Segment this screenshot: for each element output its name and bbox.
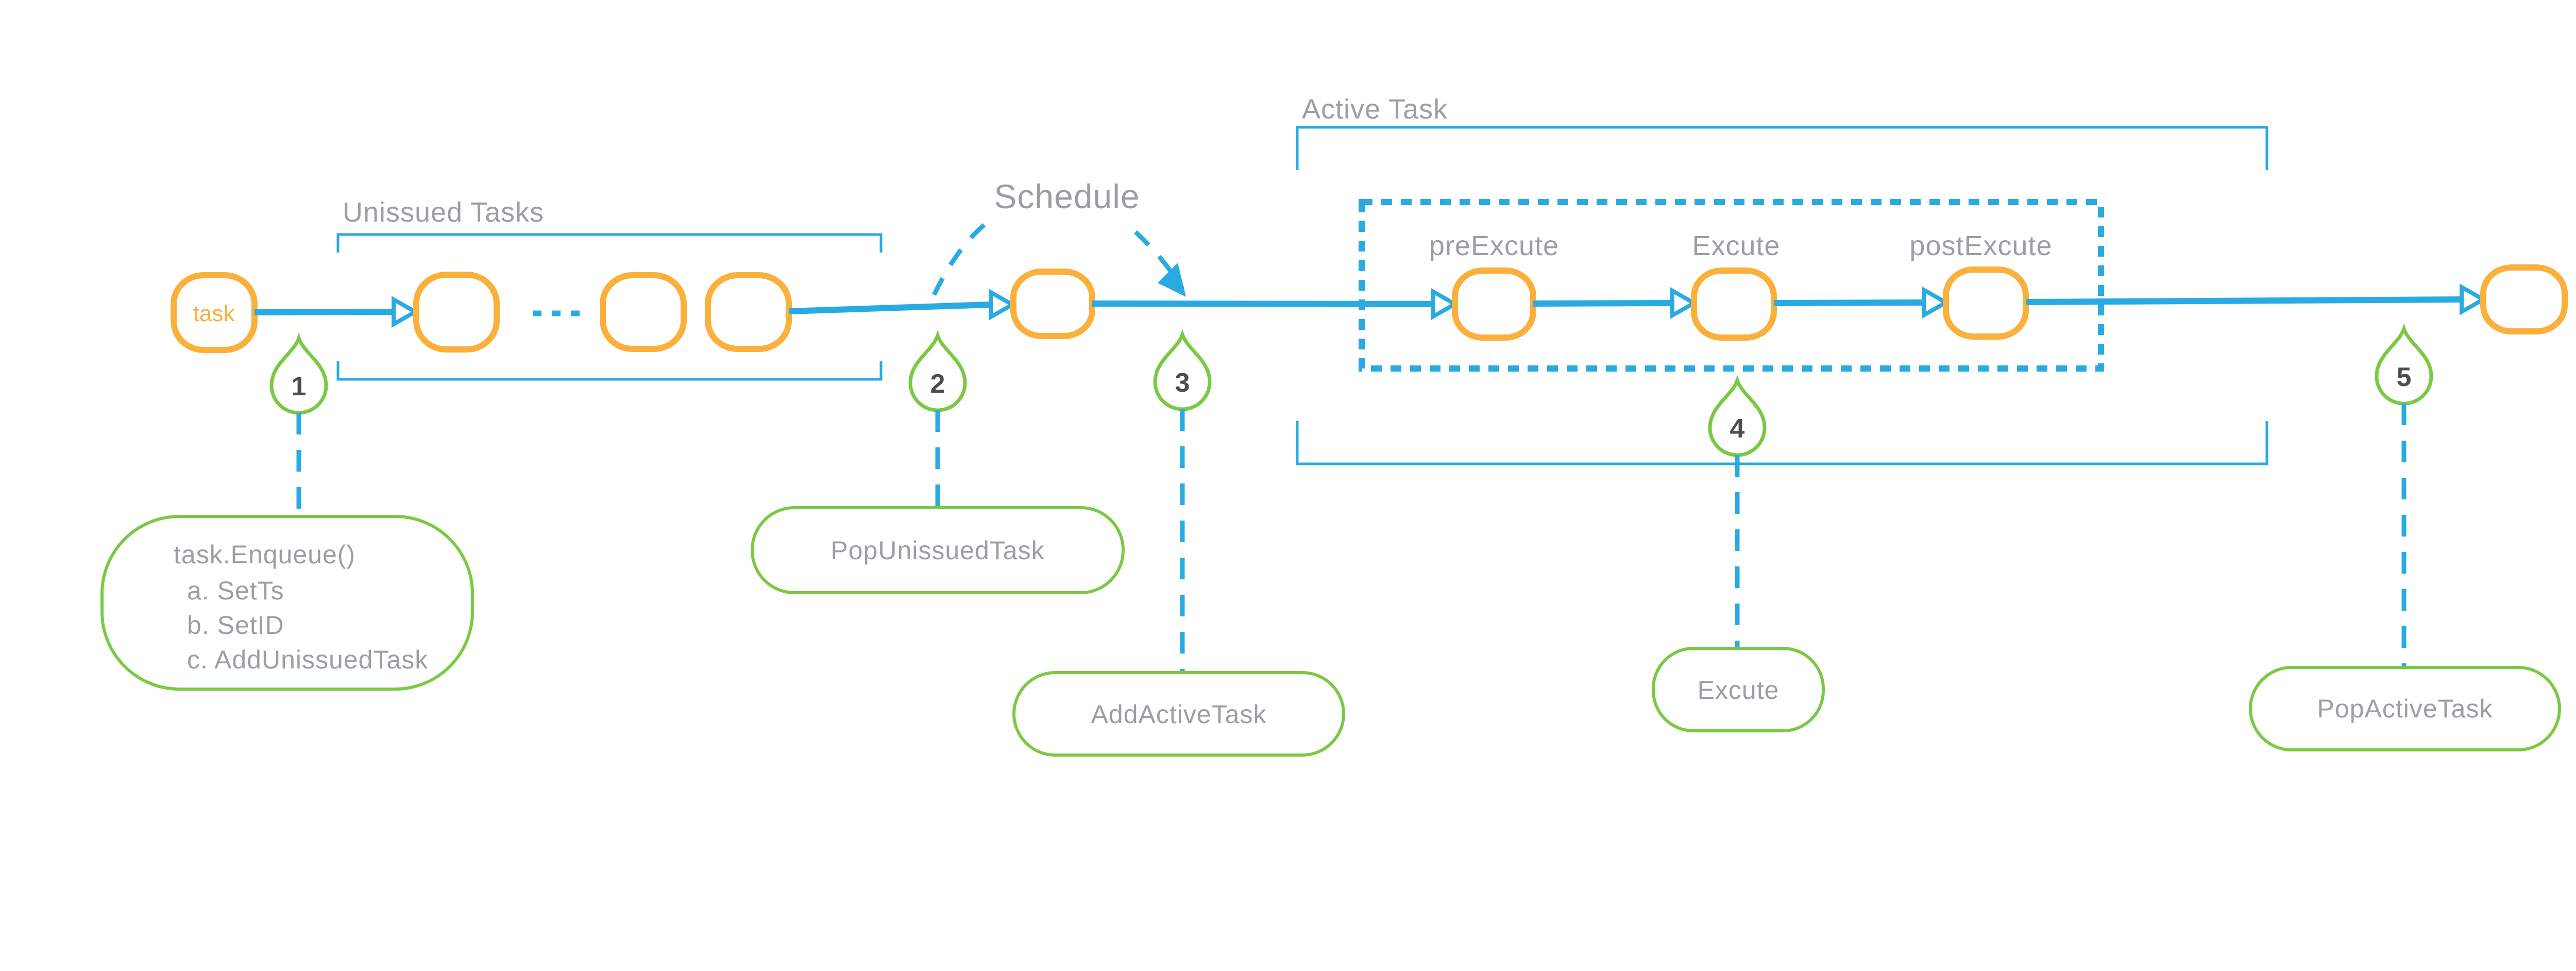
post-excute-label: postExcute xyxy=(1909,230,2052,261)
active-task-bottom-bracket xyxy=(1296,421,2268,465)
schedule-label: Schedule xyxy=(994,177,1140,215)
callout-5-line-1: PopActiveTask xyxy=(2317,694,2493,723)
marker-4-number: 4 xyxy=(1730,414,1745,444)
active-task-section: Active Task preExcute Excute postExcute xyxy=(1296,94,2268,465)
marker-1-number: 1 xyxy=(292,372,307,401)
marker-3: 3 AddActiveTask xyxy=(1012,328,1345,757)
arrowhead-icon xyxy=(1922,287,1951,319)
marker-5-number: 5 xyxy=(2397,362,2412,392)
callout-5-box xyxy=(2249,666,2561,751)
pre-excute-label: preExcute xyxy=(1429,230,1559,261)
excute-node xyxy=(1691,267,1777,341)
active-task-label: Active Task xyxy=(1302,94,1448,125)
pre-excute-node xyxy=(1452,267,1536,341)
unissued-tasks-top-bracket xyxy=(336,233,883,253)
task-node xyxy=(171,272,258,353)
arrowhead-icon xyxy=(1431,288,1460,320)
unissued-tasks-section: Unissued Tasks xyxy=(336,197,883,381)
callout-2-box xyxy=(751,506,1125,594)
queue-node-2 xyxy=(600,272,687,352)
queue-node-3 xyxy=(705,272,792,352)
marker-2-number: 2 xyxy=(930,369,945,399)
schedule-annotation: Schedule xyxy=(931,177,1186,297)
callout-1-line-1: task.Enqueue() xyxy=(174,540,355,569)
callout-4-box xyxy=(1652,647,1825,732)
arrowhead-icon xyxy=(1670,287,1699,319)
callout-1-box xyxy=(100,515,474,691)
pipeline: task xyxy=(171,264,2568,353)
task-node-label: task xyxy=(193,301,235,326)
done-node xyxy=(2480,264,2568,334)
marker-4: 4 Excute xyxy=(1652,374,1825,732)
marker-3-number: 3 xyxy=(1175,368,1190,398)
callout-2-line-1: PopUnissuedTask xyxy=(831,536,1044,565)
queue-node-1 xyxy=(413,272,500,353)
schedule-arc-arrowhead-icon xyxy=(1158,263,1186,297)
post-excute-node xyxy=(1943,266,2029,340)
schedule-arc-right xyxy=(1133,230,1184,290)
arrowhead-icon xyxy=(2460,283,2488,315)
marker-2: 2 PopUnissuedTask xyxy=(751,329,1125,594)
arrowhead-icon xyxy=(392,296,420,328)
callout-3-line-1: AddActiveTask xyxy=(1091,700,1267,729)
marker-1: 1 task.Enqueue() a. SetTs b. SetID c. Ad… xyxy=(100,332,474,691)
scheduled-node xyxy=(1010,269,1095,339)
unissued-tasks-bottom-bracket xyxy=(336,361,883,381)
execution-dotted-box xyxy=(1359,199,2104,372)
unissued-tasks-label: Unissued Tasks xyxy=(343,197,544,228)
excute-label: Excute xyxy=(1692,230,1780,261)
arrowhead-icon xyxy=(989,289,1017,321)
callout-1-line-2: a. SetTs xyxy=(187,576,284,605)
callout-1-line-4: c. AddUnissuedTask xyxy=(187,645,428,674)
flow-arrow-pop-unissued xyxy=(788,302,991,314)
flow-arrow-to-excute xyxy=(1533,300,1673,307)
callout-1-line-3: b. SetID xyxy=(187,611,284,640)
marker-5: 5 PopActiveTask xyxy=(2249,323,2561,751)
callout-3-box xyxy=(1012,671,1345,757)
active-task-top-bracket xyxy=(1296,126,2268,170)
callout-4-line-1: Excute xyxy=(1698,676,1780,705)
flow-arrow-pop-active xyxy=(2025,296,2462,305)
schedule-arc-left xyxy=(931,217,993,296)
